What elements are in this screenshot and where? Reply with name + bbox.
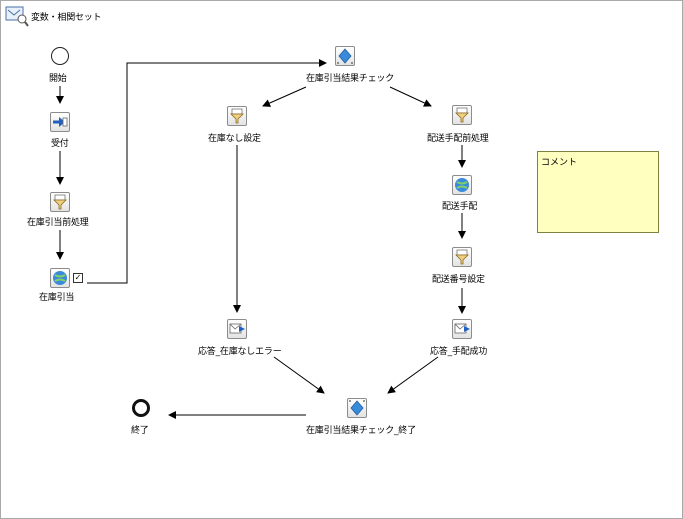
switch-branch-icon (335, 46, 355, 66)
variables-correlation-button[interactable]: 変数・相関セット (5, 5, 115, 27)
switch-merge-icon (347, 398, 367, 418)
assign-funnel-icon (50, 192, 70, 212)
comment-text: コメント (541, 158, 578, 168)
invoke-globe-icon (50, 268, 70, 288)
connector-replyerror-checkend (273, 356, 325, 394)
connector-check-nostock (262, 86, 307, 107)
assign-funnel-icon (227, 106, 247, 126)
reply-error-label: 応答_在庫なしエラー (198, 347, 282, 357)
comment-box[interactable]: コメント (537, 151, 659, 233)
assign-funnel-icon (452, 247, 472, 267)
end-circle-icon (132, 399, 150, 417)
receive-label: 受付 (51, 139, 69, 149)
reply-message-icon (227, 319, 247, 339)
alloc-label: 在庫引当 (39, 293, 75, 303)
ship-pre-label: 配送手配前処理 (427, 134, 489, 144)
receive-message-icon (50, 112, 70, 132)
check-label: 在庫引当結果チェック (306, 74, 395, 84)
pre-alloc-label: 在庫引当前処理 (27, 218, 89, 228)
start-circle-icon (51, 47, 69, 65)
connector-check-shippre (389, 86, 432, 107)
end-label: 終了 (131, 426, 149, 436)
invoke-globe-icon (452, 175, 472, 195)
reply-message-icon (452, 319, 472, 339)
variables-icon (5, 6, 29, 27)
variables-label: 変数・相関セット (31, 13, 102, 23)
no-stock-set-label: 在庫なし設定 (208, 134, 261, 144)
ship-label: 配送手配 (442, 202, 478, 212)
connector-alloc-check (87, 59, 327, 284)
ship-no-label: 配送番号設定 (432, 275, 485, 285)
connector-replysuccess-checkend (387, 356, 439, 394)
assign-funnel-icon (452, 105, 472, 125)
start-label: 開始 (49, 74, 67, 84)
check-end-label: 在庫引当結果チェック_終了 (306, 426, 416, 436)
alloc-checkbox-icon[interactable]: ✓ (73, 273, 83, 283)
reply-success-label: 応答_手配成功 (430, 347, 488, 357)
